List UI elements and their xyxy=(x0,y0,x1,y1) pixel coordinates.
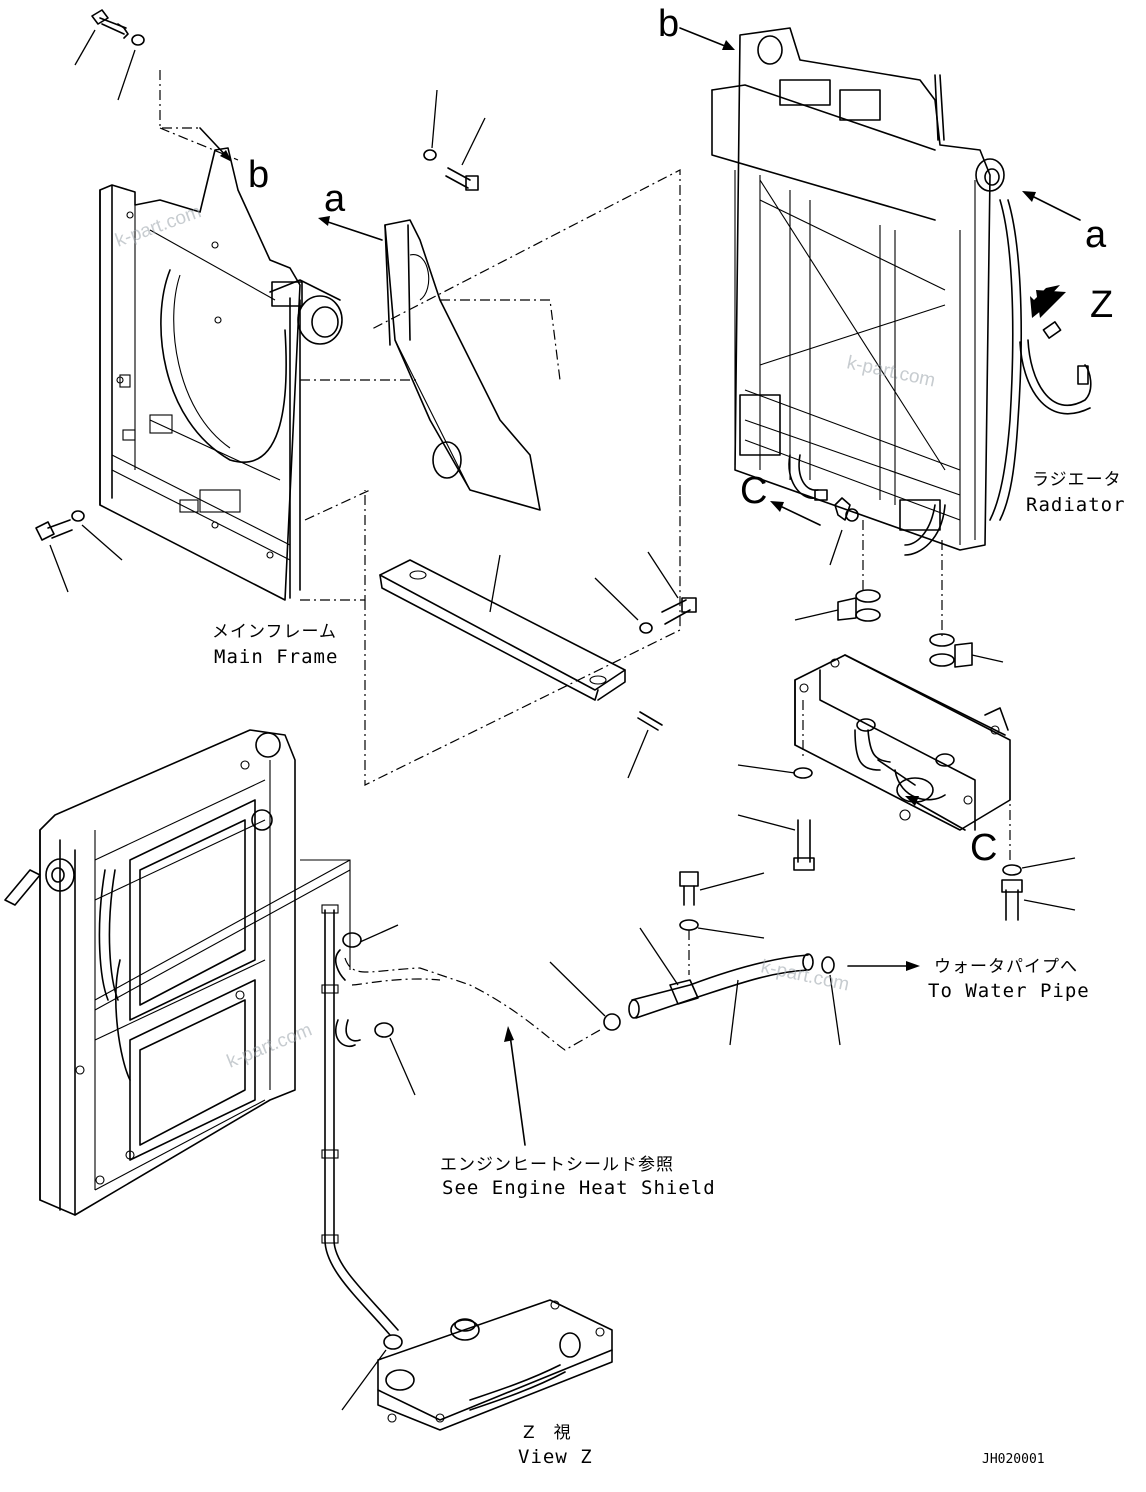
callout-b-main-frame: b xyxy=(248,154,269,196)
water-manifold xyxy=(794,654,1011,831)
lead-line xyxy=(829,529,843,566)
hose-to-heat-shield xyxy=(344,957,601,1051)
pipe-clamp-end xyxy=(821,956,841,1046)
arrow-to-water-pipe xyxy=(847,961,920,971)
label-main-frame-en: Main Frame xyxy=(214,646,338,668)
label-radiator-en: Radiator xyxy=(1026,494,1126,516)
label-main-frame-jp: メインフレーム xyxy=(212,622,337,642)
main-frame-drawing xyxy=(99,70,561,601)
callout-c-upper: C xyxy=(740,470,767,512)
water-pipe xyxy=(549,927,814,1046)
dash-line xyxy=(351,978,441,986)
arrow-b-main-frame xyxy=(199,127,232,162)
arrow-heat-shield xyxy=(504,1026,526,1146)
drain-hose xyxy=(321,904,399,1336)
label-view-z-en: View Z xyxy=(518,1446,593,1468)
hose-clamp-lower xyxy=(374,1022,416,1096)
arrow-a-radiator xyxy=(1022,191,1081,221)
pipe-bolt xyxy=(679,871,765,975)
dash-line xyxy=(364,495,681,786)
callout-a-main-frame: a xyxy=(324,178,346,220)
view-z-drawing xyxy=(341,1299,613,1431)
label-water-pipe-jp: ウォータパイプへ xyxy=(934,957,1078,977)
label-heat-shield-jp: エンジンヒートシールド参照 xyxy=(440,1155,674,1175)
label-heat-shield-en: See Engine Heat Shield xyxy=(442,1177,716,1199)
watermark: k-part.com xyxy=(759,956,851,995)
washer-bolt-right-2 xyxy=(1001,857,1076,921)
arrow-c-upper xyxy=(770,501,821,526)
heat-shield-bracket xyxy=(379,554,626,701)
bolt-bottom-left xyxy=(35,510,123,593)
arrow-z-radiator xyxy=(1030,285,1066,318)
label-view-z-jp: Z 視 xyxy=(523,1423,572,1443)
watermark: k-part.com xyxy=(113,201,205,251)
label-water-pipe-en: To Water Pipe xyxy=(928,980,1090,1002)
radiator-drawing xyxy=(711,27,1092,556)
drawing-code: JH020001 xyxy=(982,1452,1045,1467)
callout-z: Z xyxy=(1090,284,1113,326)
bolt-top-left xyxy=(74,9,145,101)
label-radiator-jp: ラジエータ xyxy=(1032,470,1122,490)
arrow-b-radiator xyxy=(679,27,735,50)
arrow-a-main-frame xyxy=(318,216,383,241)
dash-line-radiator xyxy=(369,169,681,495)
callout-b-radiator: b xyxy=(658,3,679,45)
clamp-left xyxy=(794,589,881,622)
pin-bracket xyxy=(627,711,663,779)
radiator-assembly-bottom xyxy=(4,729,351,1216)
arrow-c-lower xyxy=(905,796,966,831)
bolt-bracket xyxy=(594,551,697,634)
washer-bolt-right-1 xyxy=(737,764,815,871)
hose-clamp-upper xyxy=(342,924,399,948)
callout-a-radiator: a xyxy=(1085,214,1107,256)
clamp-right xyxy=(929,633,1004,668)
bolt-top-center xyxy=(423,89,486,191)
callout-c-lower: C xyxy=(970,827,997,869)
